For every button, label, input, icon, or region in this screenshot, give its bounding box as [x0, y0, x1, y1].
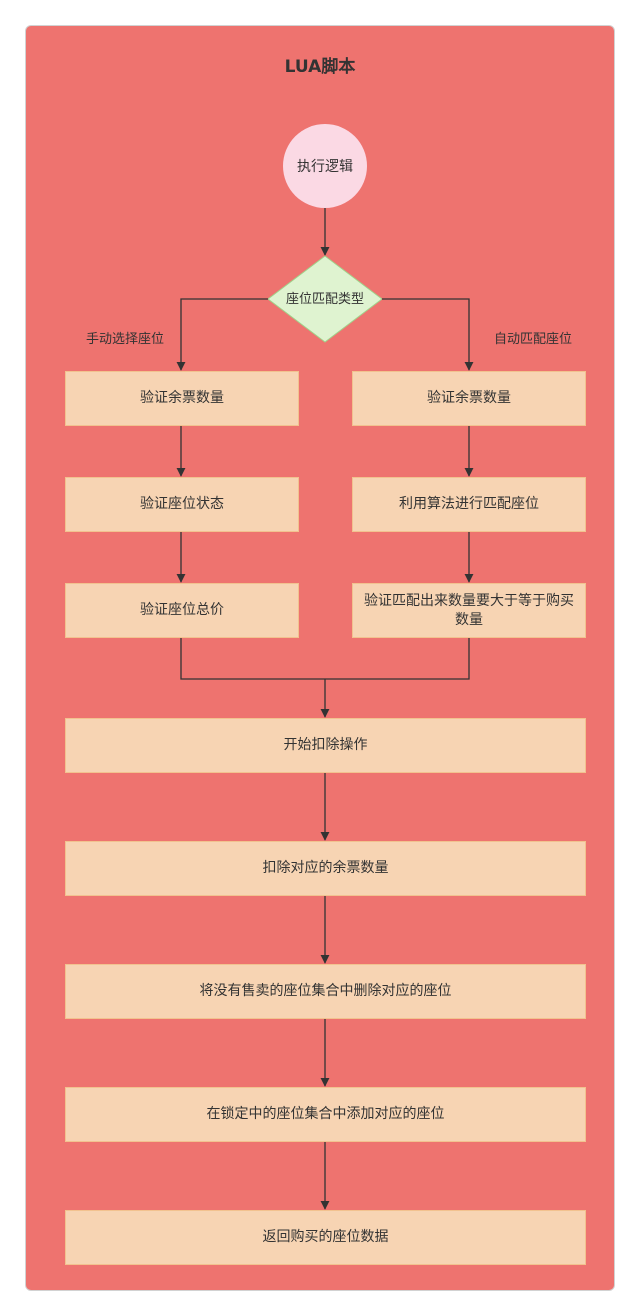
branch-label-manual: 手动选择座位	[86, 332, 165, 347]
start-node: 执行逻辑	[283, 124, 367, 208]
edge-decision-to-right	[382, 298, 474, 371]
decision-label: 座位匹配类型	[285, 292, 364, 307]
right-step-verify-tickets: 验证余票数量	[352, 371, 586, 426]
step-remove-unsold-seats: 将没有售卖的座位集合中删除对应的座位	[65, 964, 586, 1019]
edge-decision-to-left	[176, 298, 268, 371]
right-step-algorithm-match: 利用算法进行匹配座位	[352, 477, 586, 532]
left-step-verify-tickets: 验证余票数量	[65, 371, 299, 426]
left-step-verify-seat-status: 验证座位状态	[65, 477, 299, 532]
step-add-locked-seats: 在锁定中的座位集合中添加对应的座位	[65, 1087, 586, 1142]
step-start-deduction: 开始扣除操作	[65, 718, 586, 773]
edge-left-merge	[180, 638, 470, 680]
branch-label-auto: 自动匹配座位	[494, 332, 573, 347]
decision-diamond	[267, 255, 383, 343]
step-deduct-tickets: 扣除对应的余票数量	[65, 841, 586, 896]
right-step-verify-match-count: 验证匹配出来数量要大于等于购买数量	[352, 583, 586, 638]
lua-script-container	[25, 25, 615, 1291]
left-step-verify-total-price: 验证座位总价	[65, 583, 299, 638]
step-return-seat-data: 返回购买的座位数据	[65, 1210, 586, 1265]
diagram-title: LUA脚本	[284, 57, 356, 77]
